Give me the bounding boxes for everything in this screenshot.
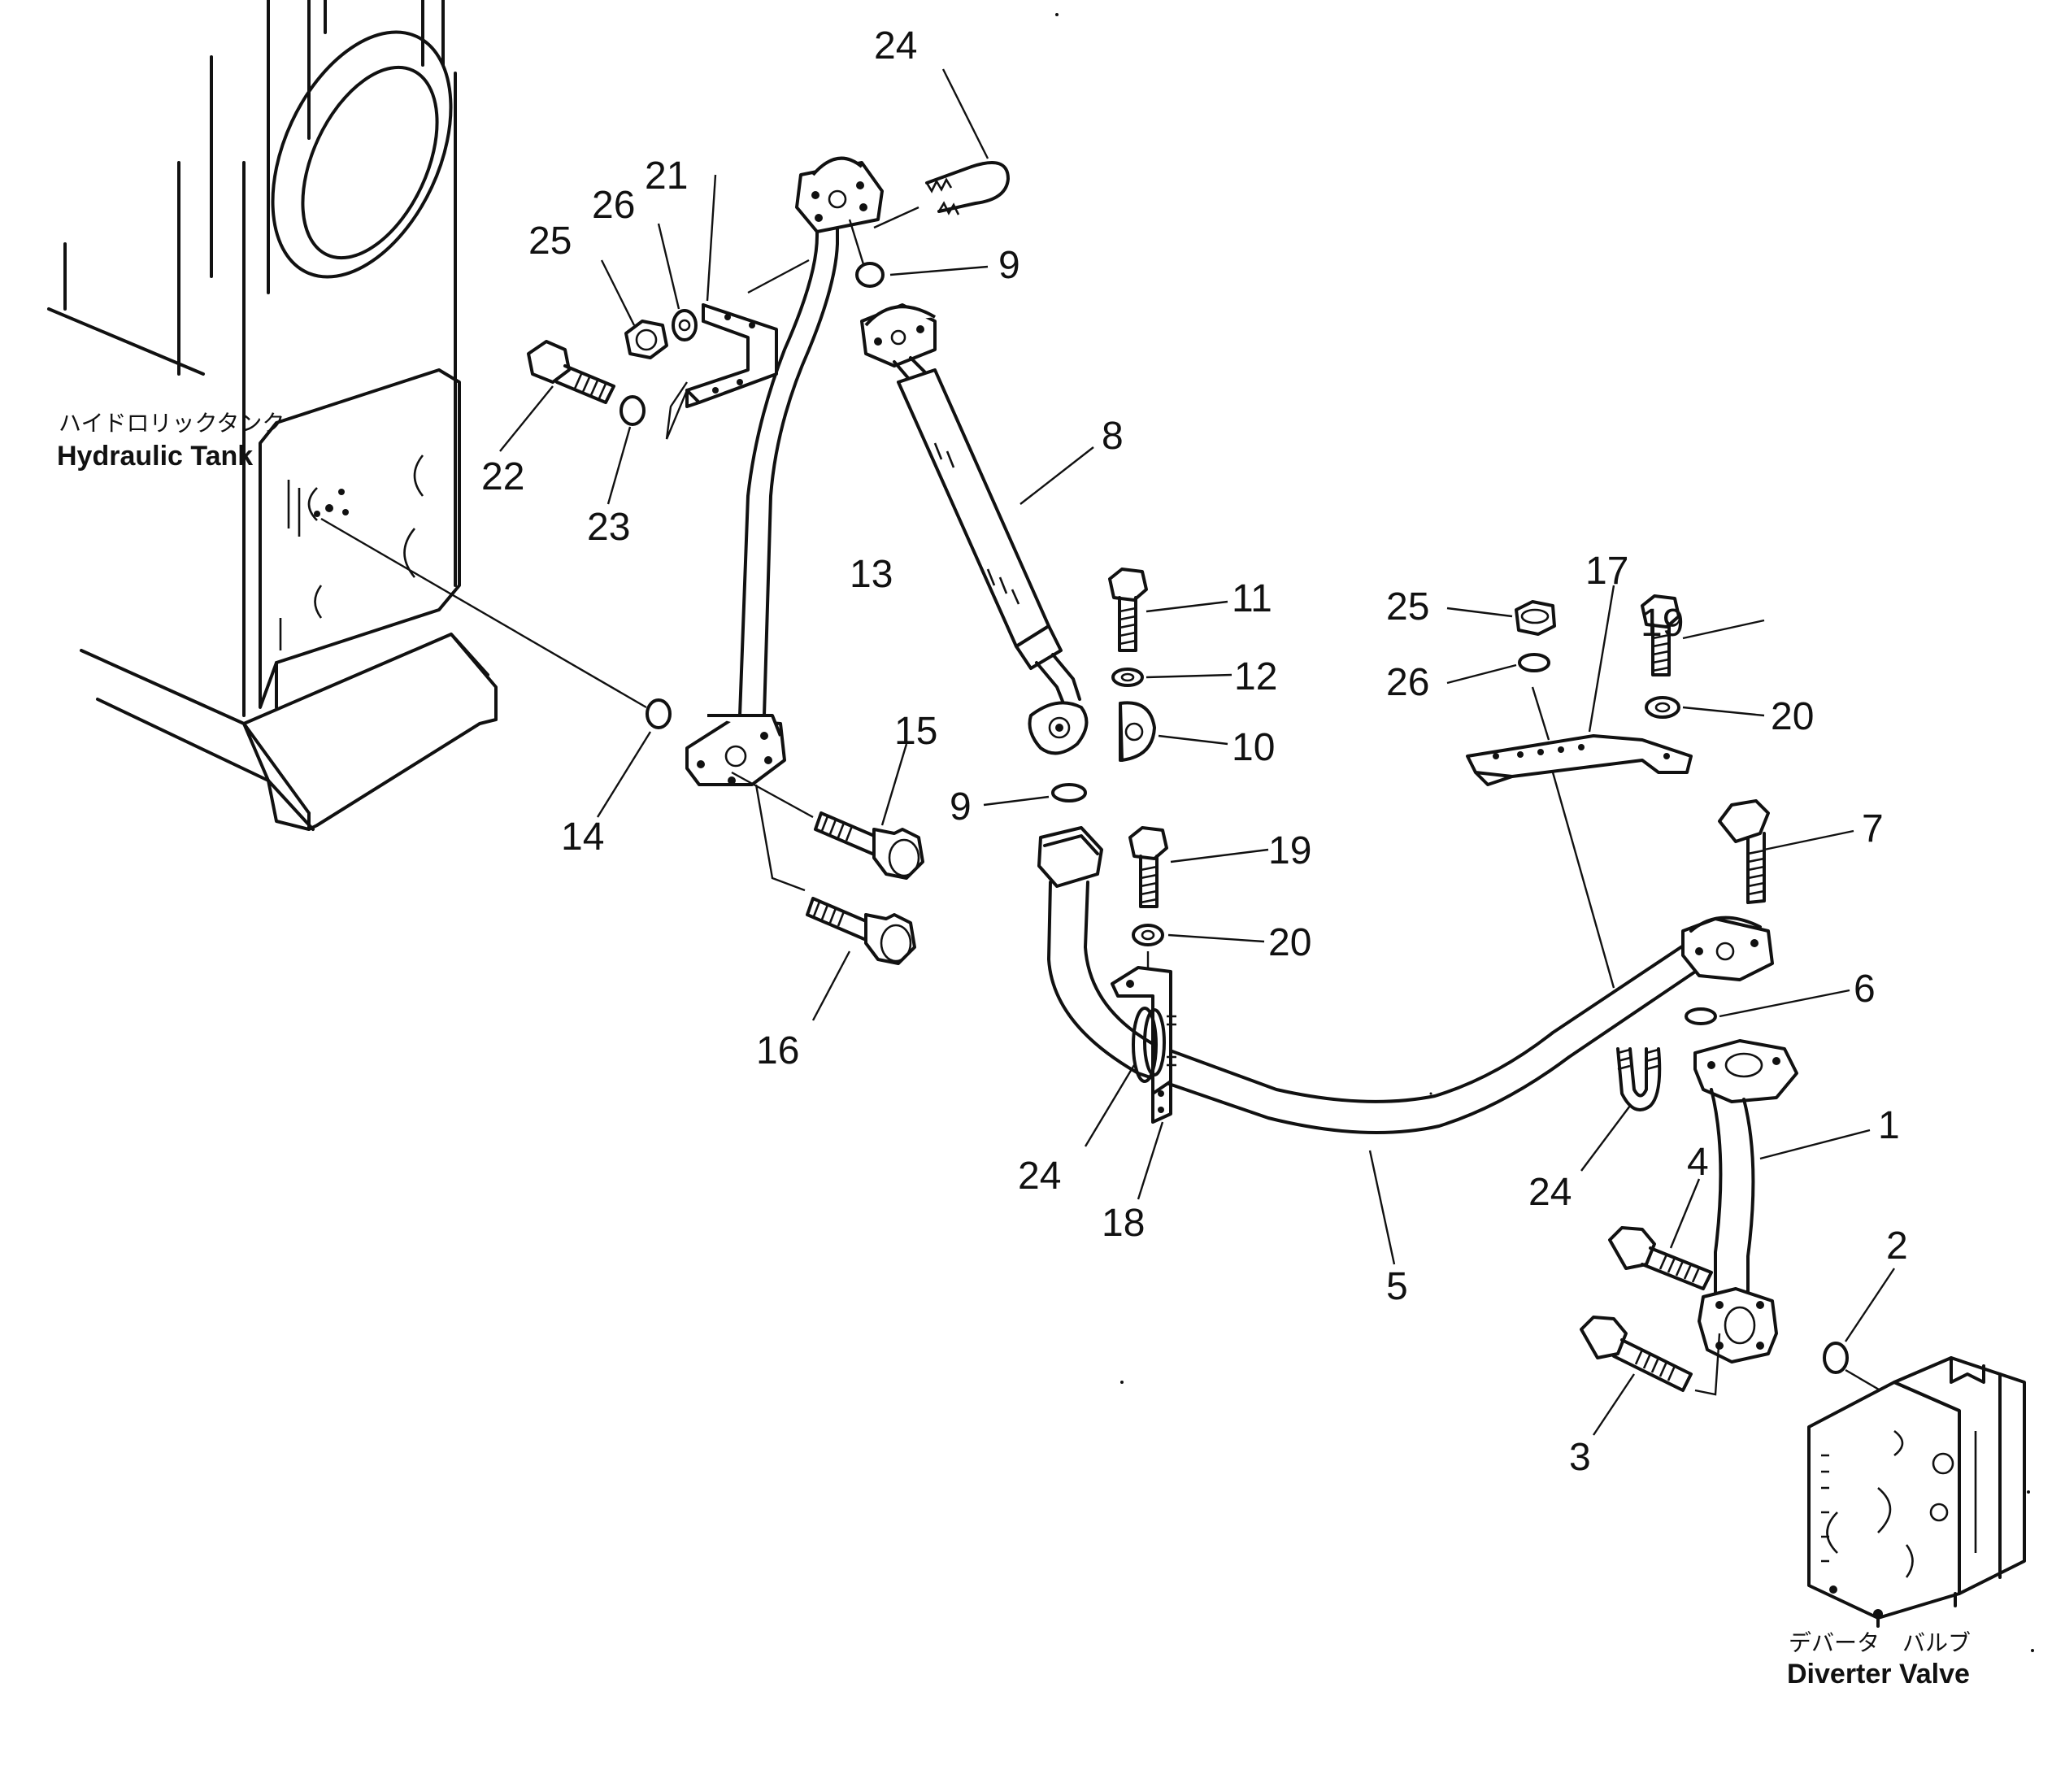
callout: 20 xyxy=(1268,921,1311,964)
pipe-13 xyxy=(685,156,884,786)
bolt-19-center xyxy=(1128,826,1168,908)
callout: 26 xyxy=(1386,661,1429,704)
callout: 5 xyxy=(1386,1265,1408,1308)
bolt-4 xyxy=(1608,1226,1713,1290)
bolt-22 xyxy=(527,340,615,404)
callout: 10 xyxy=(1232,726,1275,769)
callout: 2 xyxy=(1886,1224,1908,1268)
bolt-16 xyxy=(806,897,916,965)
callout: 4 xyxy=(1687,1141,1709,1184)
callout: 25 xyxy=(1386,585,1429,629)
nut-25-right xyxy=(1515,600,1556,636)
u-bolt-24-clamp xyxy=(1132,1007,1176,1083)
callout: 12 xyxy=(1234,655,1277,698)
o-ring-6 xyxy=(1685,1007,1717,1025)
callout: 13 xyxy=(850,553,893,596)
callout: 24 xyxy=(1018,1155,1061,1198)
bracket-18 xyxy=(1111,966,1172,1124)
callout: 20 xyxy=(1771,695,1814,738)
scan-speckles xyxy=(1055,13,2034,1652)
callout: 11 xyxy=(1232,577,1272,620)
o-ring-2 xyxy=(1823,1342,1849,1374)
u-bolt-24-top xyxy=(925,161,1010,215)
pipe-1 xyxy=(1693,1039,1798,1364)
washer-23 xyxy=(620,395,646,426)
bolt-3 xyxy=(1580,1316,1693,1392)
o-ring-9-lower xyxy=(1051,783,1087,802)
callout: 8 xyxy=(1102,415,1124,458)
bolt-7 xyxy=(1718,799,1770,904)
bracket-21 xyxy=(685,303,778,408)
callout: 16 xyxy=(756,1029,799,1072)
split-flange-10 xyxy=(1119,701,1156,762)
callout: 23 xyxy=(587,506,630,549)
callout: 9 xyxy=(998,244,1020,287)
callout: 17 xyxy=(1585,550,1628,593)
hose-8 xyxy=(860,303,1089,755)
callout: 22 xyxy=(481,455,524,498)
callout: 6 xyxy=(1854,968,1876,1011)
callout: 25 xyxy=(528,220,572,263)
bolt-19-right xyxy=(1641,594,1680,676)
callout: 21 xyxy=(645,154,688,198)
o-ring-9-top xyxy=(855,262,885,288)
diverter-valve-label-jp: デバータ バルブ xyxy=(1789,1629,1971,1656)
diverter-valve-label-en: Diverter Valve xyxy=(1787,1659,1970,1690)
callout: 14 xyxy=(561,816,604,859)
hydraulic-tank-label-en: Hydraulic Tank xyxy=(57,441,253,472)
nut-25-upper xyxy=(624,320,668,359)
diverter-valve xyxy=(1807,1356,2026,1628)
bolt-15 xyxy=(814,811,924,880)
callout: 7 xyxy=(1862,807,1884,850)
callout: 1 xyxy=(1878,1104,1900,1147)
callout: 19 xyxy=(1641,602,1684,645)
callout: 3 xyxy=(1569,1436,1591,1479)
pipe-5 xyxy=(1037,826,1774,1134)
callout: 19 xyxy=(1268,829,1311,872)
o-ring-14 xyxy=(646,698,672,729)
washer-26-right xyxy=(1518,653,1550,672)
washer-20-right xyxy=(1645,696,1680,719)
bracket-17 xyxy=(1466,734,1693,786)
callout: 26 xyxy=(592,184,635,227)
callout: 9 xyxy=(950,785,972,829)
callout: 18 xyxy=(1102,1202,1145,1245)
bolt-11 xyxy=(1108,568,1148,652)
washer-26-upper xyxy=(672,309,698,341)
washer-12 xyxy=(1111,668,1144,687)
washer-20-center xyxy=(1132,924,1164,946)
hydraulic-tank xyxy=(47,0,647,831)
callout: 15 xyxy=(894,710,937,753)
callout: 24 xyxy=(1528,1171,1572,1214)
callout: 24 xyxy=(874,24,917,67)
u-bolt-24-right xyxy=(1616,1047,1662,1111)
hydraulic-tank-label-jp: ハイドロリックタンク xyxy=(59,410,285,437)
